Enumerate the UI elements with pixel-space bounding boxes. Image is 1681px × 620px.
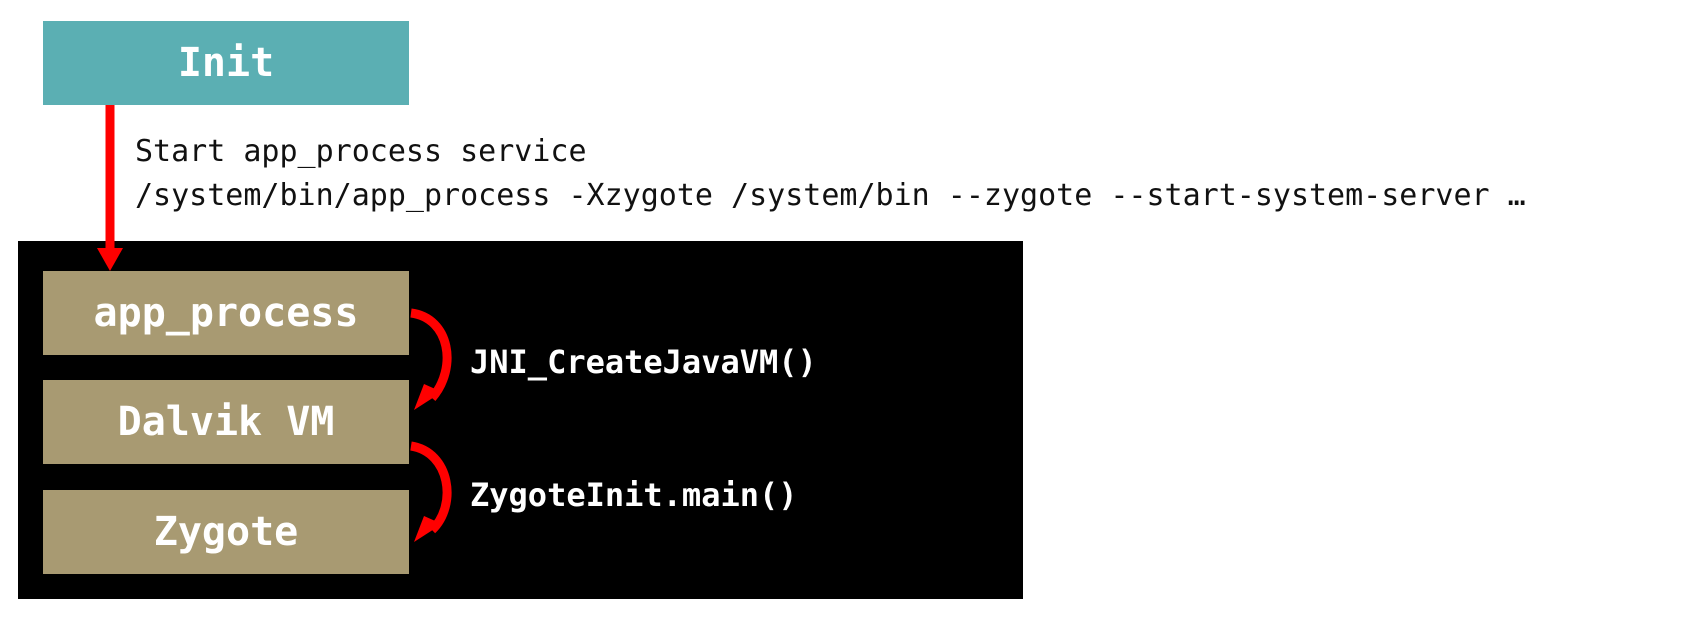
init-box: Init [43, 21, 409, 105]
dalvik-to-zygote-arrowhead [414, 516, 442, 542]
dalvik-vm-label: Dalvik VM [117, 399, 335, 445]
jni-create-javavm-label: JNI_CreateJavaVM() [470, 343, 817, 381]
command-description: Start app_process service [135, 134, 587, 169]
dalvik-to-zygote-arrow [409, 441, 452, 534]
init-label: Init [177, 40, 275, 86]
zygoteinit-main-label: ZygoteInit.main() [470, 476, 798, 514]
zygote-box: Zygote [43, 490, 409, 574]
dalvik-vm-box: Dalvik VM [43, 380, 409, 464]
app-process-box: app_process [43, 271, 409, 355]
app-process-to-dalvik-arrow [410, 308, 452, 401]
init-to-app-process-arrowhead [97, 248, 123, 271]
zygote-label: Zygote [153, 509, 299, 555]
app-process-to-dalvik-arrowhead [414, 384, 442, 410]
app-process-label: app_process [93, 290, 359, 336]
command-line: /system/bin/app_process -Xzygote /system… [135, 178, 1526, 213]
